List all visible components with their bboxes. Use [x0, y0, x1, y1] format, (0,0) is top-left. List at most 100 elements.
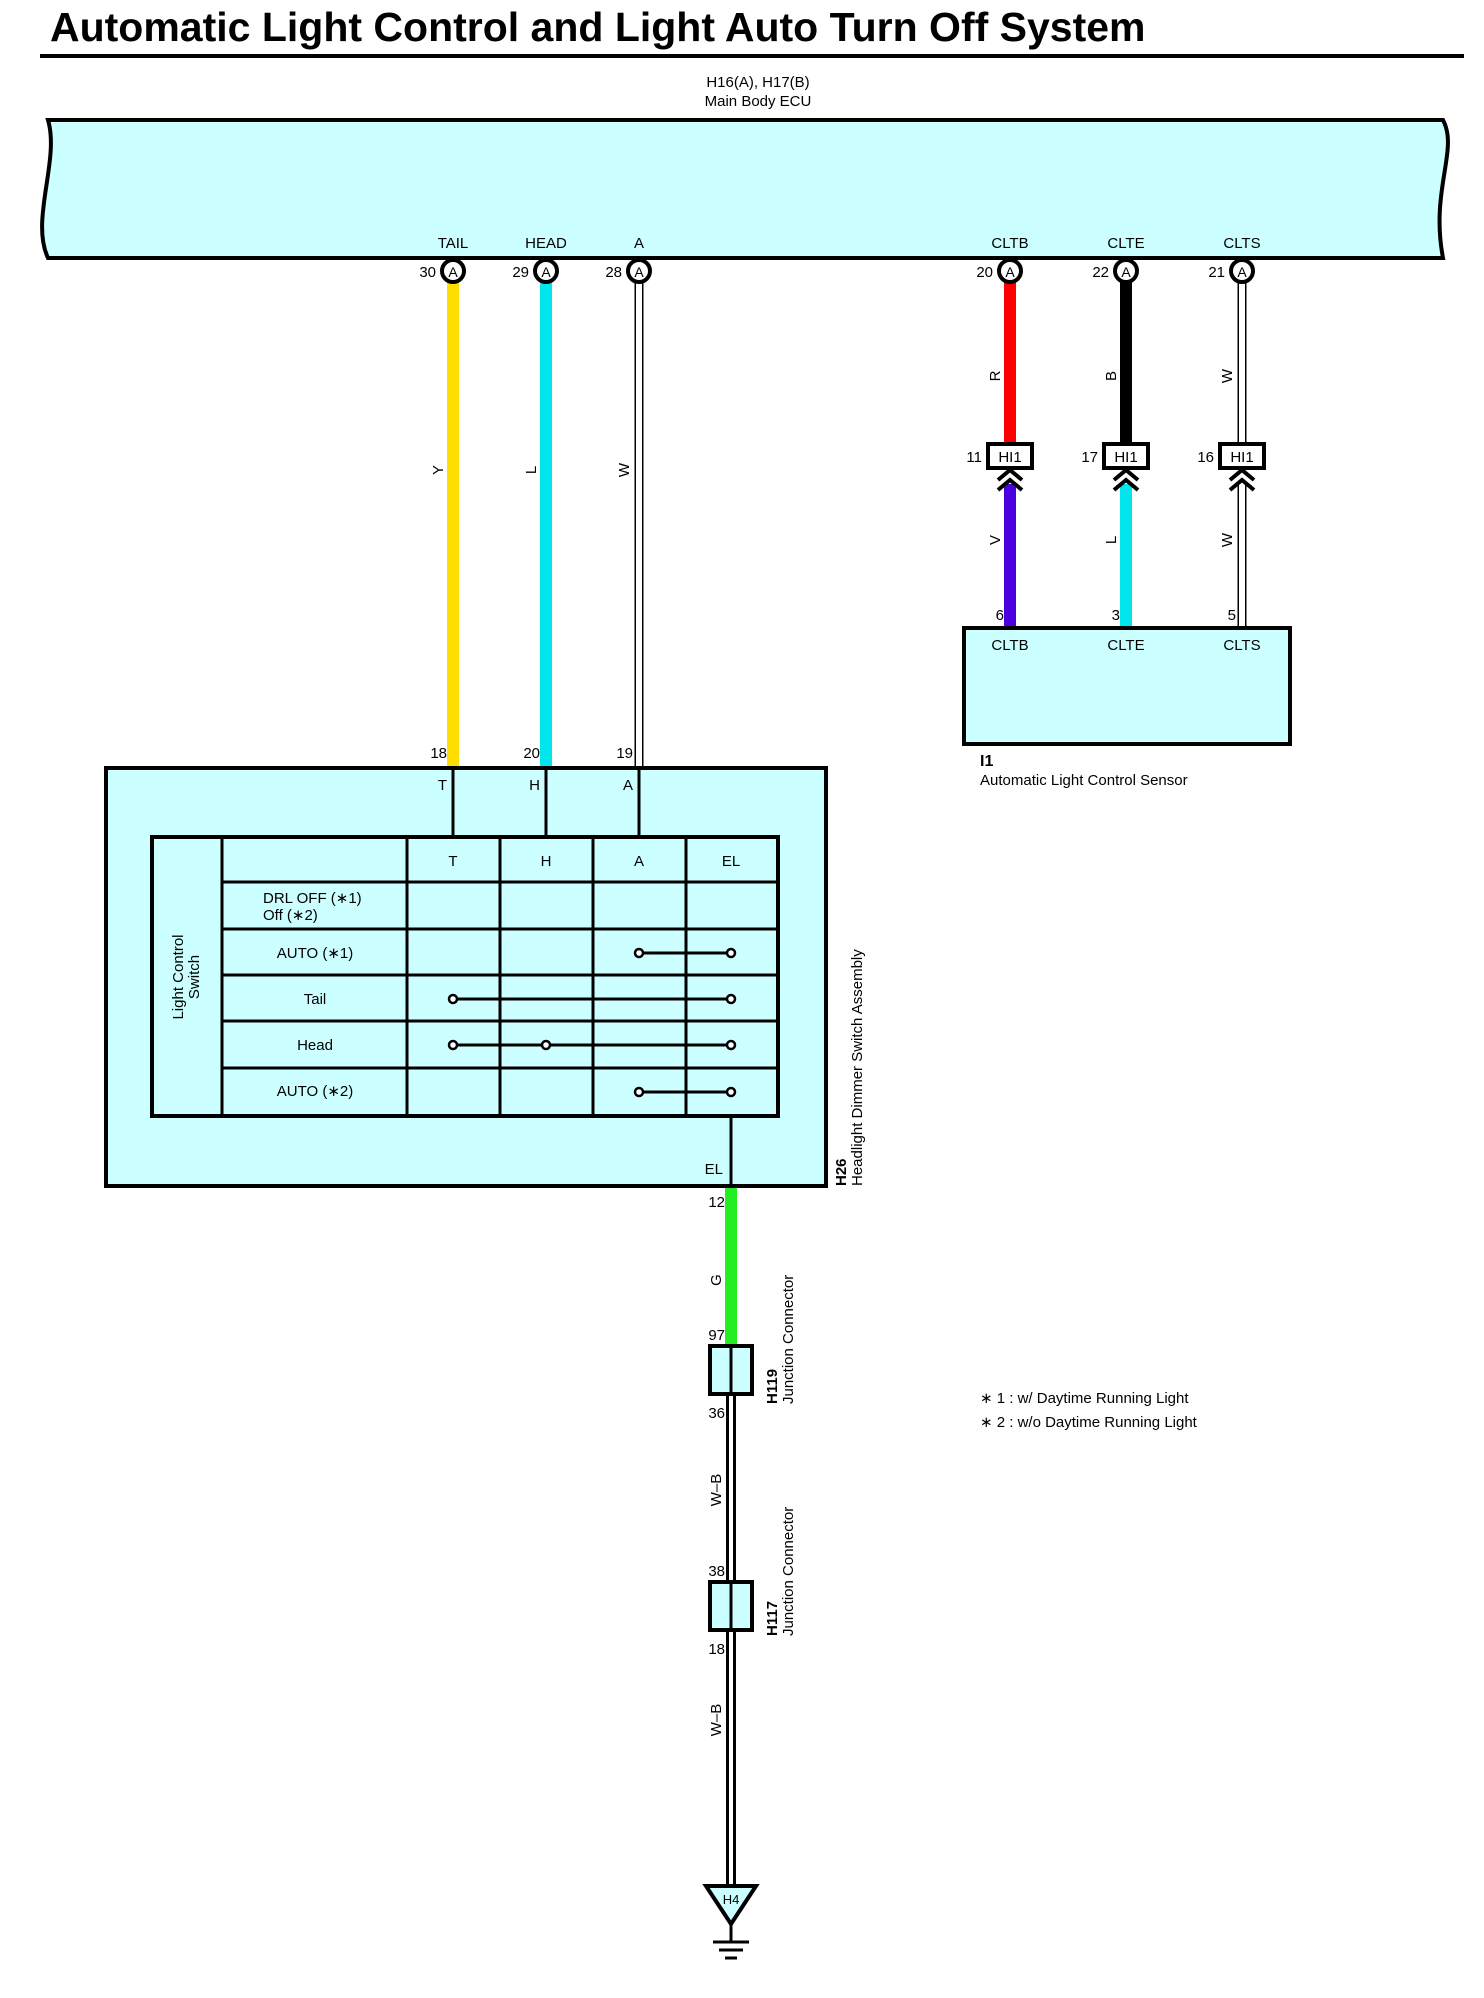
column-h: H: [541, 853, 552, 870]
ground-h4-icon: [702, 1884, 760, 1960]
row-off: Off (∗2): [263, 907, 318, 924]
table-label-line1: Light Control: [170, 934, 187, 1019]
switch-input-h: H: [529, 777, 540, 794]
ecu-pin-21: A 21: [1208, 258, 1255, 284]
wire-code-g: G: [708, 1274, 725, 1286]
column-a: A: [634, 853, 644, 870]
ecu-pin-20: A 20: [976, 258, 1023, 284]
ecu-terminal-head: HEAD: [525, 235, 567, 252]
continuity-auto-2: [633, 1086, 737, 1098]
continuity-head: [447, 1039, 737, 1051]
svg-text:A: A: [1005, 264, 1015, 280]
svg-text:17: 17: [1081, 449, 1098, 466]
main-body-ecu-box: [40, 118, 1450, 260]
switch-pin-12: 12: [708, 1194, 725, 1211]
svg-text:HI1: HI1: [998, 449, 1021, 466]
switch-pin-20: 20: [523, 745, 540, 762]
wire-code-r: R: [987, 370, 1004, 381]
headlight-dimmer-switch-box: [104, 766, 828, 1188]
svg-text:16: 16: [1197, 449, 1214, 466]
sensor-name: Automatic Light Control Sensor: [980, 772, 1188, 789]
diagram-title: Automatic Light Control and Light Auto T…: [50, 4, 1146, 50]
ecu-terminal-clts: CLTS: [1223, 235, 1260, 252]
svg-text:20: 20: [976, 264, 993, 281]
table-label-line2: Switch: [186, 955, 203, 999]
svg-text:21: 21: [1208, 264, 1225, 281]
svg-text:38: 38: [708, 1563, 725, 1580]
svg-text:30: 30: [419, 264, 436, 281]
ecu-pin-28: A 28: [605, 258, 652, 284]
wire-code-l: L: [523, 466, 540, 474]
switch-pin-19: 19: [616, 745, 633, 762]
ecu-pin-22: A 22: [1092, 258, 1139, 284]
svg-text:A: A: [541, 264, 551, 280]
svg-text:28: 28: [605, 264, 622, 281]
ecu-name: Main Body ECU: [705, 93, 812, 110]
wire-code-b: B: [1103, 371, 1120, 381]
svg-text:36: 36: [708, 1405, 725, 1422]
svg-text:97: 97: [708, 1327, 725, 1344]
continuity-auto-1: [633, 947, 737, 959]
h119-junction-connector: 97 36: [708, 1327, 754, 1422]
wire-code-w3: W: [1219, 532, 1236, 547]
switch-input-a: A: [623, 777, 633, 794]
note-2: ∗ 2 : w/o Daytime Running Light: [980, 1414, 1198, 1431]
wire-code-w2: W: [1219, 368, 1236, 383]
title-rule: [40, 54, 1464, 58]
ecu-pin-29: A 29: [512, 258, 559, 284]
column-el: EL: [722, 853, 740, 870]
ecu-terminal-clte: CLTE: [1107, 235, 1144, 252]
svg-text:HI1: HI1: [1230, 449, 1253, 466]
wire-code-v: V: [987, 535, 1004, 545]
row-tail: Tail: [304, 991, 327, 1008]
sensor-pin-3: 3: [1112, 607, 1120, 624]
svg-text:A: A: [1121, 264, 1131, 280]
switch-code: H26: [833, 1158, 850, 1186]
hi1-connector-11: HI1 11: [966, 442, 1034, 492]
sensor-terminal-clts: CLTS: [1223, 637, 1260, 654]
wire-code-l2: L: [1103, 536, 1120, 544]
light-control-switch-table: [150, 835, 780, 1118]
ecu-terminal-tail: TAIL: [438, 235, 469, 252]
row-head: Head: [297, 1037, 333, 1054]
row-drl-off: DRL OFF (∗1): [263, 890, 362, 907]
svg-text:HI1: HI1: [1114, 449, 1137, 466]
switch-output-el: EL: [705, 1161, 723, 1178]
h117-code: H117: [764, 1601, 781, 1636]
wire-code-w: W: [616, 462, 633, 477]
sensor-pin-5: 5: [1228, 607, 1236, 624]
hi1-connector-16: HI1 16: [1197, 442, 1266, 492]
h119-name: Junction Connector: [780, 1275, 797, 1404]
ecu-terminal-a: A: [634, 235, 644, 252]
sensor-terminal-clte: CLTE: [1107, 637, 1144, 654]
svg-text:11: 11: [966, 449, 982, 466]
switch-pin-18: 18: [430, 745, 447, 762]
wire-code-y: Y: [430, 465, 447, 475]
wire-code-wb-2: W–B: [708, 1704, 725, 1737]
h117-junction-connector: 38 18: [708, 1563, 754, 1658]
sensor-pin-6: 6: [996, 607, 1004, 624]
ecu-pin-30: A 30: [419, 258, 466, 284]
light-control-sensor-box: [962, 626, 1292, 746]
note-1: ∗ 1 : w/ Daytime Running Light: [980, 1390, 1189, 1407]
svg-text:18: 18: [708, 1641, 725, 1658]
continuity-tail: [447, 993, 737, 1005]
column-t: T: [448, 853, 457, 870]
sensor-terminal-cltb: CLTB: [991, 637, 1028, 654]
svg-text:A: A: [634, 264, 644, 280]
row-auto-2: AUTO (∗2): [277, 1083, 353, 1100]
switch-input-t: T: [438, 777, 447, 794]
h119-code: H119: [764, 1369, 781, 1404]
svg-text:29: 29: [512, 264, 529, 281]
row-auto-1: AUTO (∗1): [277, 945, 353, 962]
wire-code-wb-1: W–B: [708, 1474, 725, 1507]
svg-text:A: A: [1237, 264, 1247, 280]
switch-name: Headlight Dimmer Switch Assembly: [849, 949, 866, 1186]
svg-text:A: A: [448, 264, 458, 280]
svg-text:22: 22: [1092, 264, 1109, 281]
ecu-terminal-cltb: CLTB: [991, 235, 1028, 252]
ground-label: H4: [723, 1892, 740, 1907]
switch-internal-leads: [451, 768, 733, 1186]
hi1-connector-17: HI1 17: [1081, 442, 1150, 492]
h117-name: Junction Connector: [780, 1507, 797, 1636]
